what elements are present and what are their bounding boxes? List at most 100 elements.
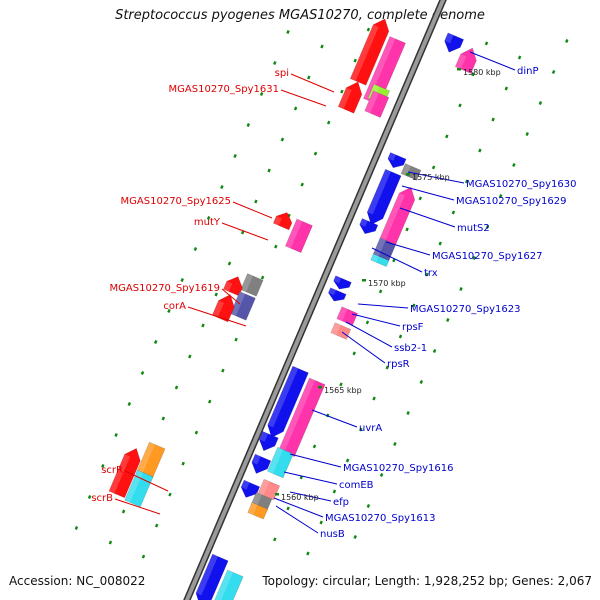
gene-label-right[interactable]: dinP: [517, 66, 539, 77]
gene-shape: [247, 502, 269, 520]
tick-mark: [498, 194, 503, 198]
gene-label-right[interactable]: MGAS10270_Spy1623: [410, 304, 520, 315]
gene-label-right[interactable]: rpsR: [387, 359, 410, 370]
tick-mark: [326, 120, 331, 125]
tick-mark: [246, 123, 251, 127]
leader-line: [401, 185, 455, 201]
accession-label: Accession: NC_008022: [9, 574, 146, 588]
gene-label-left[interactable]: corA: [163, 301, 186, 312]
gene-shape: [251, 453, 272, 474]
gene-label-left[interactable]: MGAS10270_Spy1631: [169, 84, 279, 95]
leader-line: [187, 306, 247, 327]
gene-block: [272, 212, 293, 231]
gene-shape: [195, 553, 229, 600]
topology-label: Topology: circular; Length: 1,928,252 bp…: [262, 574, 592, 588]
gene-block: [337, 81, 363, 114]
gene-block: [349, 18, 390, 86]
gene-block: [195, 553, 229, 600]
gene-label-right[interactable]: MGAS10270_Spy1630: [466, 179, 576, 190]
gene-block: [108, 447, 141, 499]
gene-shape: [240, 479, 261, 498]
tick-mark: [525, 132, 529, 136]
leader-line: [371, 247, 423, 273]
gene-label-left[interactable]: mutY: [194, 217, 221, 228]
gene-shape: [278, 377, 326, 458]
gene-block: [257, 478, 281, 501]
gene-label-right[interactable]: MGAS10270_Spy1613: [325, 513, 435, 524]
leader-line: [124, 470, 169, 492]
gene-shape: [387, 152, 407, 169]
gene-block: [366, 168, 402, 226]
tick-mark: [180, 278, 184, 282]
leader-line: [357, 303, 409, 309]
tick-mark: [300, 182, 304, 187]
gene-label-right[interactable]: trx: [424, 268, 438, 279]
tick-mark: [478, 148, 482, 153]
tick-mark: [313, 151, 318, 156]
tick-mark: [240, 230, 245, 235]
tick-mark: [412, 303, 416, 308]
gene-label-right[interactable]: mutS2: [457, 223, 490, 234]
tick-mark: [167, 309, 171, 313]
gene-shape: [400, 163, 422, 181]
leader-line: [407, 171, 465, 184]
gene-block: [251, 453, 272, 474]
gene-label-right[interactable]: ssb2-1: [394, 343, 427, 354]
leader-line: [351, 313, 401, 327]
leader-line: [221, 288, 241, 305]
gene-shape: [333, 275, 352, 290]
gene-shape: [267, 365, 309, 438]
tick-mark: [74, 526, 79, 530]
gene-shape: [108, 447, 141, 499]
tick-mark: [379, 473, 384, 477]
gene-label-right[interactable]: rpsF: [402, 322, 424, 333]
leader-line: [311, 409, 358, 428]
tick-mark: [161, 416, 166, 421]
gene-shape: [222, 276, 243, 297]
tick-mark: [319, 520, 323, 525]
gene-shape: [370, 253, 390, 268]
tick-mark: [320, 44, 324, 49]
tick-mark: [551, 70, 556, 74]
gene-label-left[interactable]: MGAS10270_Spy1625: [121, 196, 231, 207]
gene-block: [400, 163, 422, 181]
tick-mark: [220, 185, 224, 189]
gene-label-left[interactable]: MGAS10270_Spy1619: [110, 283, 220, 294]
gene-label-left[interactable]: scrR: [101, 465, 123, 476]
gene-shape: [258, 430, 279, 452]
tick-mark: [193, 247, 198, 251]
gene-label-right[interactable]: MGAS10270_Spy1627: [432, 251, 542, 262]
leader-line: [280, 89, 327, 107]
tick-mark: [121, 509, 126, 514]
gene-block: [278, 377, 326, 458]
tick-mark: [405, 227, 409, 232]
tick-mark: [445, 134, 449, 139]
gene-label-right[interactable]: efp: [333, 497, 349, 508]
tick-mark: [393, 442, 397, 446]
gene-shape: [267, 446, 294, 479]
gene-block: [240, 273, 264, 297]
gene-label-left[interactable]: scrB: [91, 493, 113, 504]
tick-mark: [353, 535, 357, 539]
gene-block: [444, 32, 465, 53]
leader-line: [289, 491, 332, 502]
gene-block: [359, 218, 379, 235]
tick-mark: [565, 39, 569, 43]
gene-block: [267, 446, 294, 479]
gene-block: [370, 253, 390, 268]
gene-label-right[interactable]: MGAS10270_Spy1616: [343, 463, 453, 474]
gene-label-right[interactable]: comEB: [339, 480, 374, 491]
gene-label-right[interactable]: nusB: [320, 529, 345, 540]
gene-label-right[interactable]: uvrA: [359, 423, 382, 434]
tick-mark: [340, 89, 344, 94]
gene-shape: [366, 168, 402, 226]
tick-mark: [458, 103, 462, 108]
gene-label-right[interactable]: MGAS10270_Spy1629: [456, 196, 566, 207]
tick-mark: [280, 137, 285, 142]
tick-mark: [459, 287, 463, 291]
gene-label-left[interactable]: spi: [275, 68, 289, 79]
scale-label: 1560 kbp: [281, 493, 319, 502]
tick-mark: [194, 430, 199, 435]
leader-line: [283, 471, 338, 485]
